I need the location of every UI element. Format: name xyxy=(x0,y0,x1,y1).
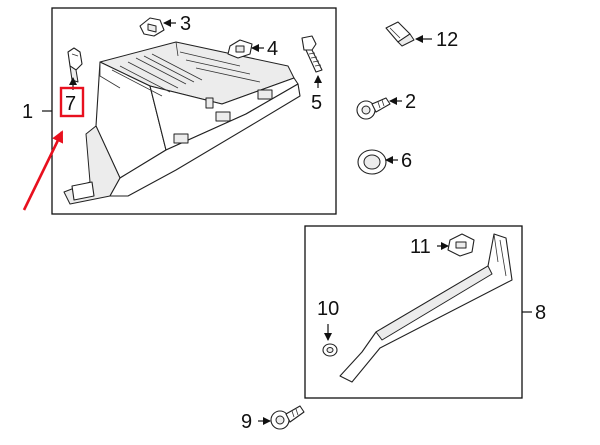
part-11-clip xyxy=(447,233,475,257)
callout-10: 10 xyxy=(317,298,339,320)
part-5-stud xyxy=(301,35,323,73)
callout-7-highlight-box xyxy=(59,86,85,118)
callout-1: 1 xyxy=(22,101,33,123)
part-12-plug xyxy=(385,21,415,47)
callout-4: 4 xyxy=(267,38,278,60)
callout-12: 12 xyxy=(436,29,458,51)
part-9-screw xyxy=(270,405,305,430)
part-6-grommet xyxy=(357,149,387,175)
part-2-screw xyxy=(356,97,391,120)
glove-box-body xyxy=(63,41,301,205)
part-7-clip xyxy=(67,47,83,83)
callout-5: 5 xyxy=(311,92,322,114)
callout-6: 6 xyxy=(401,150,412,172)
callout-7: 7 xyxy=(65,93,76,115)
callout-11: 11 xyxy=(410,236,431,258)
callout-8: 8 xyxy=(535,302,546,324)
callout-9: 9 xyxy=(241,411,252,433)
part-3-clip xyxy=(139,17,165,37)
part-8-trim-panel xyxy=(339,233,513,383)
part-10-push-pin xyxy=(322,343,338,357)
callout-2: 2 xyxy=(405,91,416,113)
callout-3: 3 xyxy=(180,13,191,35)
part-4-nut xyxy=(227,39,253,59)
red-indicator-arrow xyxy=(22,130,64,211)
